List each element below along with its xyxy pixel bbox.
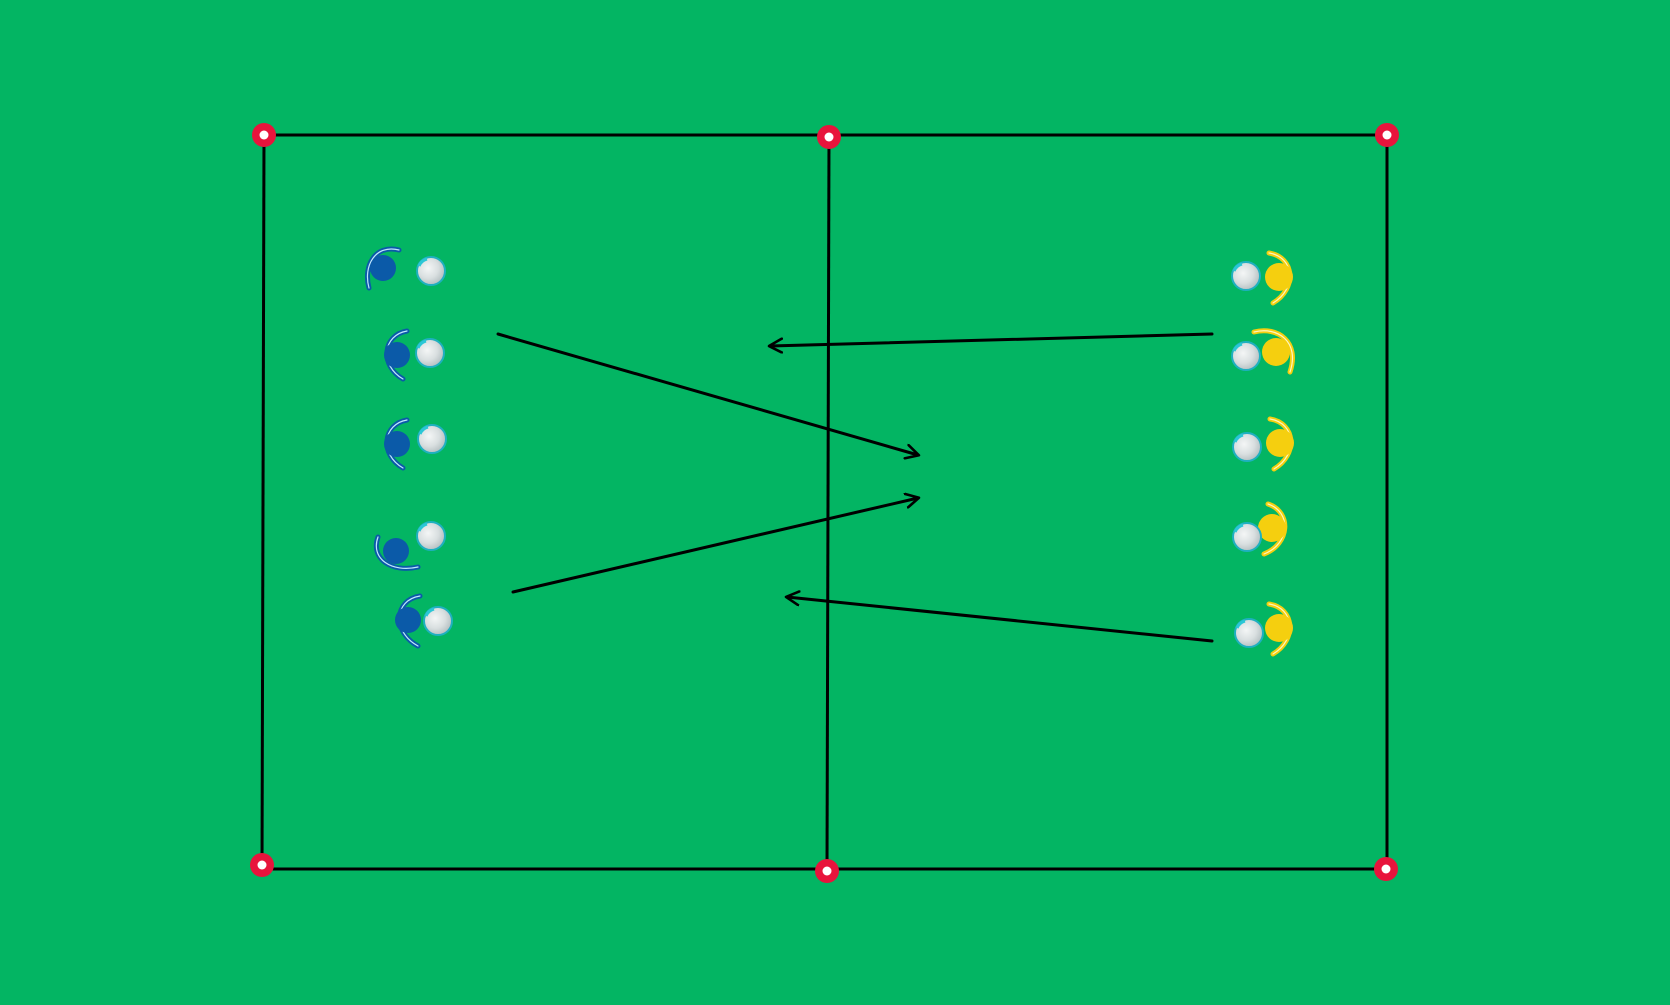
- pass-arrow-yellow-1: [770, 332, 1214, 346]
- blue-player-1: [365, 246, 446, 291]
- cone-bottom-middle: [815, 859, 839, 883]
- pass-arrows: [496, 332, 1214, 643]
- pass-arrow-yellow-2: [787, 597, 1214, 643]
- yellow-player-4: [1232, 501, 1288, 557]
- cone-bottom-right: [1374, 857, 1398, 881]
- pass-arrow-blue-1: [496, 332, 918, 455]
- blue-player-3: [384, 417, 447, 471]
- ball-icon: [1234, 618, 1264, 648]
- ball-icon: [423, 606, 453, 636]
- yellow-player-1: [1231, 250, 1293, 306]
- ball-icon: [416, 521, 446, 551]
- cone-bottom-left: [250, 853, 274, 877]
- blue-player-2: [384, 328, 445, 382]
- cone-top-middle: [817, 125, 841, 149]
- ball-icon: [417, 424, 447, 454]
- ball-icon: [1231, 261, 1261, 291]
- yellow-player-5: [1234, 601, 1293, 657]
- ball-icon: [1231, 341, 1261, 371]
- left-boundary-line: [260, 134, 266, 870]
- pass-arrow-blue-2: [511, 498, 918, 594]
- blue-player-4: [373, 521, 446, 571]
- cone-top-right: [1375, 123, 1399, 147]
- yellow-team: [1231, 250, 1295, 657]
- ball-icon: [415, 338, 445, 368]
- ball-icon: [1232, 522, 1262, 552]
- blue-player-5: [395, 593, 453, 649]
- yellow-player-3: [1232, 416, 1294, 472]
- ball-icon: [416, 256, 446, 286]
- ball-icon: [1232, 432, 1262, 462]
- halfway-line: [825, 136, 831, 870]
- yellow-player-2: [1231, 328, 1295, 375]
- cone-top-left: [252, 123, 276, 147]
- cones: [250, 123, 1399, 883]
- blue-team: [365, 246, 453, 649]
